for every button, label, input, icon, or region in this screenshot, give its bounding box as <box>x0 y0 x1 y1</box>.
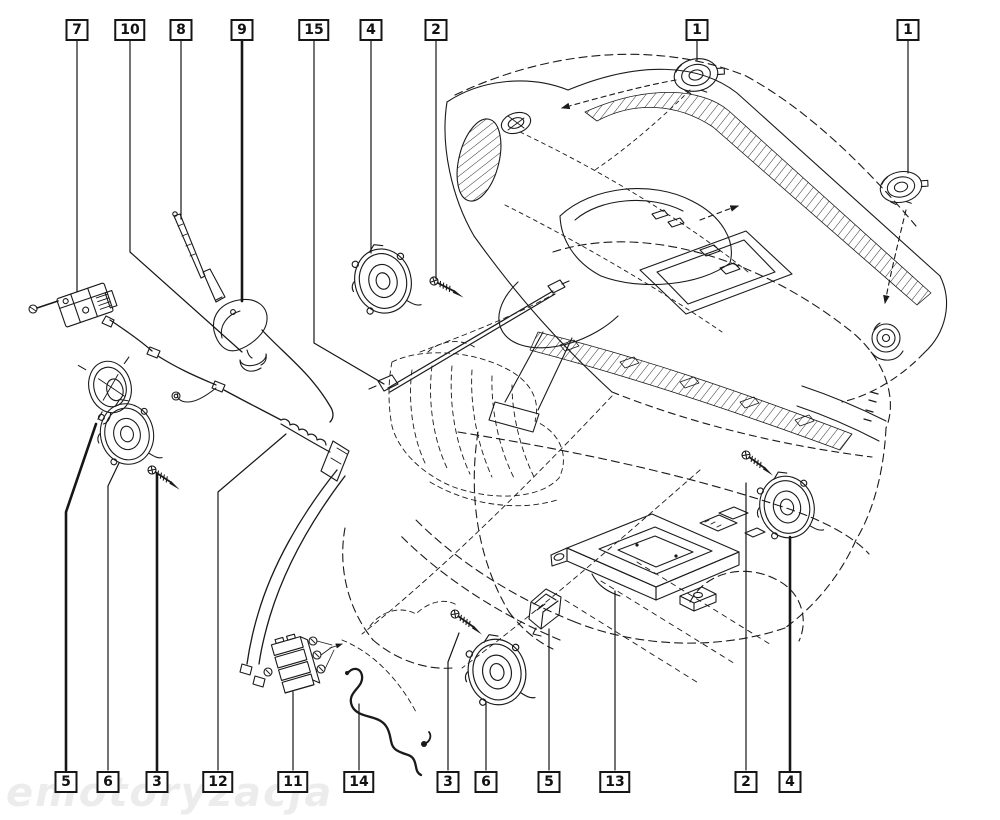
leader-line-15 <box>313 39 385 385</box>
dash-left-tweeter-mount <box>500 111 532 135</box>
dash-right-speaker-mount <box>870 322 904 361</box>
speaker-screw-rear <box>448 607 487 638</box>
dashboard-illustration <box>444 53 947 458</box>
amplifier-unit <box>550 506 766 612</box>
car-body-outline <box>341 241 891 713</box>
right-rear-speaker <box>748 464 825 545</box>
fascia-control-band <box>529 331 853 451</box>
callout-6: 6 <box>474 771 498 793</box>
connector-block <box>270 633 343 694</box>
speaker-bracket <box>528 588 562 637</box>
leader-line-10 <box>129 39 243 353</box>
defroster-vent-band <box>584 92 932 306</box>
dash-speaker <box>342 236 422 321</box>
tweeter-mount-arrow-left <box>560 79 677 110</box>
a-pillar-vent <box>456 118 502 202</box>
center-mount-arrow <box>699 205 740 221</box>
tweeter-mount-arrow-right <box>883 209 907 305</box>
callout-5: 5 <box>537 771 561 793</box>
callout-leader-lines <box>64 38 909 772</box>
callout-7: 7 <box>65 19 89 41</box>
callout-13: 13 <box>599 771 631 793</box>
antenna-cable <box>368 279 570 393</box>
callout-10: 10 <box>114 19 146 41</box>
speaker-screw-top <box>427 274 468 301</box>
callout-5: 5 <box>54 771 78 793</box>
callout-3: 3 <box>436 771 460 793</box>
callout-8: 8 <box>169 19 193 41</box>
callout-12: 12 <box>202 771 234 793</box>
callout-2: 2 <box>734 771 758 793</box>
callout-9: 9 <box>230 19 254 41</box>
callout-1: 1 <box>685 19 709 41</box>
leader-line-5 <box>64 422 98 772</box>
leader-line-12 <box>217 433 287 771</box>
leader-line-3 <box>447 632 460 771</box>
antenna-mast <box>172 211 226 303</box>
antenna-base-gasket <box>239 353 267 372</box>
callout-6: 6 <box>96 771 120 793</box>
wiring-harness <box>101 315 350 688</box>
rear-seat-outline <box>388 341 564 507</box>
callout-14: 14 <box>343 771 375 793</box>
leader-line-6 <box>107 462 120 771</box>
jumper-cable <box>345 667 432 777</box>
callout-4: 4 <box>778 771 802 793</box>
tweeter-left <box>670 52 729 99</box>
antenna-base <box>212 298 334 423</box>
callout-1: 1 <box>896 19 920 41</box>
callout-2: 2 <box>424 19 448 41</box>
callout-15: 15 <box>298 19 330 41</box>
callout-3: 3 <box>145 771 169 793</box>
speaker-screw-right <box>739 448 778 479</box>
callout-11: 11 <box>277 771 309 793</box>
tweeter-right <box>876 165 933 210</box>
antenna-amplifier <box>28 282 118 328</box>
rear-speaker <box>456 627 536 712</box>
callout-4: 4 <box>359 19 383 41</box>
speaker-screw-left <box>145 463 184 493</box>
